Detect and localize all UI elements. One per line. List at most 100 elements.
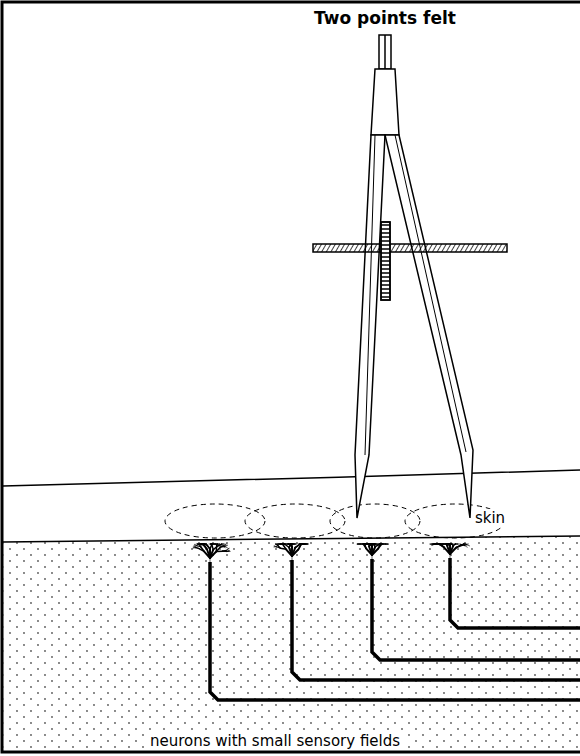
dendrite <box>379 544 381 545</box>
dendrite <box>276 544 278 545</box>
dendrite <box>200 544 202 545</box>
dermis <box>3 536 580 750</box>
dendrite <box>225 546 228 548</box>
dendrite <box>283 544 285 545</box>
dendrite <box>207 545 210 549</box>
dendrite <box>430 544 434 545</box>
dendrite <box>382 543 385 544</box>
dendrite <box>222 544 223 545</box>
dendrite <box>455 544 457 545</box>
dendrite <box>464 544 466 545</box>
dendrite <box>227 550 230 551</box>
dendrite <box>381 544 383 545</box>
dendrite <box>224 544 226 545</box>
dendrite <box>367 544 370 545</box>
dendrite <box>445 544 449 545</box>
dendrite <box>224 544 226 545</box>
dendrite <box>298 544 301 550</box>
dendrite <box>371 544 373 545</box>
dendrite <box>461 544 465 546</box>
dendrite <box>275 544 277 545</box>
dendrite <box>455 544 457 545</box>
dendrite <box>370 543 371 544</box>
dendrite <box>362 544 364 545</box>
dendrite <box>450 548 456 554</box>
dendrite <box>274 545 277 547</box>
dendrite <box>461 543 464 545</box>
dendrite <box>431 544 434 545</box>
dendrite <box>370 544 372 546</box>
dendrite <box>298 544 301 550</box>
axon <box>450 558 580 628</box>
dendrite <box>194 544 197 546</box>
dendrite <box>385 544 387 545</box>
skin-surface <box>3 470 580 486</box>
title: Two points felt <box>314 8 456 28</box>
dendrite <box>199 549 204 552</box>
dendrite <box>280 548 286 549</box>
dendrite <box>226 550 228 552</box>
dendrite <box>448 543 451 544</box>
dendrite <box>385 544 388 545</box>
dendrite <box>373 544 375 545</box>
dendrite <box>199 544 202 545</box>
dendrite <box>304 544 307 545</box>
dendrite <box>440 544 443 545</box>
skin-label: skin <box>472 509 508 527</box>
dendrite <box>448 543 452 544</box>
dendrite <box>446 544 449 545</box>
dendrite <box>278 544 281 545</box>
dendrite <box>196 547 199 549</box>
dendrite <box>378 544 380 549</box>
dendrite <box>378 544 380 545</box>
dendrite <box>197 546 201 547</box>
dendrite <box>226 551 229 552</box>
dendrite <box>385 544 388 545</box>
dendrite <box>434 543 439 544</box>
dendrite <box>357 544 360 545</box>
dendrite <box>381 544 383 545</box>
dendrite <box>223 551 227 552</box>
dendrite <box>223 550 227 552</box>
dendrite <box>374 544 375 545</box>
dendrite <box>372 549 378 555</box>
dendrite <box>219 544 221 545</box>
axon <box>372 559 580 660</box>
dendrite <box>277 547 281 548</box>
dendrite <box>301 543 304 544</box>
dendrite <box>430 544 433 545</box>
dendrite <box>222 544 225 545</box>
dendrite <box>226 549 229 551</box>
axon <box>292 560 580 680</box>
dendrite <box>367 544 370 545</box>
dendrite <box>368 544 370 545</box>
dendrite <box>447 544 449 545</box>
dendrite <box>374 544 375 545</box>
compass <box>313 35 507 518</box>
dendrite <box>206 544 210 549</box>
dendrite <box>456 545 461 548</box>
dendrite <box>289 544 291 545</box>
dendrite <box>357 544 360 545</box>
dendrite <box>292 543 295 544</box>
dendrite <box>439 544 442 545</box>
dendrite <box>381 544 383 545</box>
dendrite <box>219 544 221 545</box>
dendrite <box>287 544 290 545</box>
dendrite <box>283 544 285 545</box>
dendrite <box>217 543 219 545</box>
dendrite <box>445 544 449 545</box>
dendrite <box>216 547 220 551</box>
dendrite <box>283 544 285 545</box>
dendrite <box>210 544 211 545</box>
dendrite <box>449 544 451 545</box>
dendrite <box>202 543 206 544</box>
dendrite <box>210 543 211 544</box>
dendrite <box>301 543 304 544</box>
dendrite <box>446 544 449 545</box>
dendrite <box>289 544 290 545</box>
dendrite <box>281 543 285 544</box>
dendrite <box>226 548 228 550</box>
dendrite <box>449 543 452 544</box>
